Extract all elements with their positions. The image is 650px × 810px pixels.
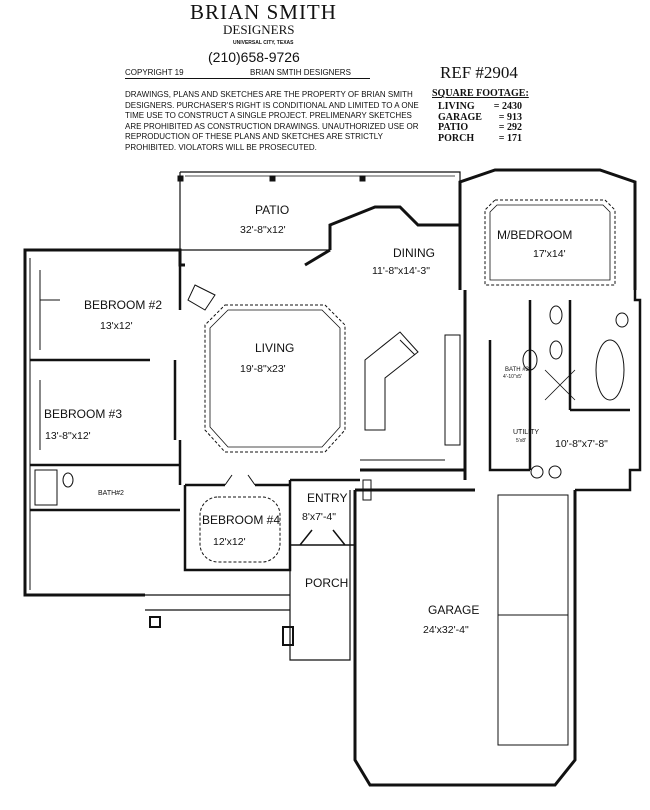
dining-label: DINING [393, 246, 435, 260]
bedroom4-label: BEBROOM #4 [202, 513, 281, 527]
legal-notice: DRAWINGS, PLANS AND SKETCHES ARE THE PRO… [125, 90, 419, 152]
porch-outline [145, 490, 351, 661]
sqft-row: PORCH= 171 [438, 132, 522, 144]
closet-size: 10'-8"x7'-8" [555, 438, 608, 450]
plan-reference: REF #2904 [440, 63, 518, 82]
utility-size: 5'x8' [516, 438, 526, 444]
master-bedroom-wall [458, 168, 637, 290]
company-phone: (210)658-9726 [208, 49, 300, 65]
company-city: UNIVERSAL CITY, TEXAS [233, 40, 294, 46]
entry-size: 8'x7'-4" [302, 511, 337, 523]
bath2-label: BATH#2 [98, 490, 124, 497]
master-bedroom-label: M/BEDROOM [497, 228, 573, 242]
entry-label: ENTRY [307, 491, 348, 505]
patio-label: PATIO [255, 203, 290, 217]
utility-label: UTILITY [513, 429, 540, 436]
bedroom4-size: 12'x12' [213, 536, 246, 548]
sqft-row: GARAGE= 913 [438, 111, 522, 123]
porch-label: PORCH [305, 576, 349, 590]
dining-size: 11'-8"x14'-3" [372, 265, 430, 277]
garage-size: 24'x32'-4" [423, 624, 469, 636]
bath3-label: BATH #3 [505, 367, 529, 373]
kitchen-island [364, 331, 419, 431]
copyright-line: COPYRIGHT 19 BRIAN SMTIH DESIGNERS [125, 68, 370, 79]
master-bath-wall [488, 290, 642, 492]
bedroom2-label: BEBROOM #2 [84, 298, 163, 312]
bedroom4-wall [183, 478, 360, 572]
company-subtitle: DESIGNERS [223, 22, 295, 37]
copyright-owner: BRIAN SMTIH DESIGNERS [250, 68, 351, 77]
garage-label: GARAGE [428, 603, 480, 617]
patio-outline [179, 171, 461, 251]
company-name: BRIAN SMITH [190, 0, 337, 24]
bedroom3-size: 13'-8"x12' [45, 430, 91, 442]
garage-wall [353, 490, 577, 787]
bedroom2-size: 13'x12' [100, 320, 133, 332]
living-size: 19'-8"x23' [240, 363, 286, 375]
square-footage-title: SQUARE FOOTAGE: [432, 88, 529, 99]
bath3-size: 4'-10"x5' [503, 374, 522, 380]
square-footage-table: LIVING= 2430 GARAGE= 913 PATIO= 292 PORC… [438, 101, 522, 144]
patio-size: 32'-8"x12' [240, 224, 286, 236]
sqft-row: LIVING= 2430 [438, 101, 522, 112]
copyright-label: COPYRIGHT 19 [125, 68, 184, 77]
sqft-row: PATIO= 292 [438, 122, 522, 133]
living-label: LIVING [255, 341, 295, 355]
master-bedroom-size: 17'x14' [533, 248, 566, 260]
bedroom3-label: BEBROOM #3 [44, 407, 123, 421]
living-ceiling [204, 304, 346, 453]
